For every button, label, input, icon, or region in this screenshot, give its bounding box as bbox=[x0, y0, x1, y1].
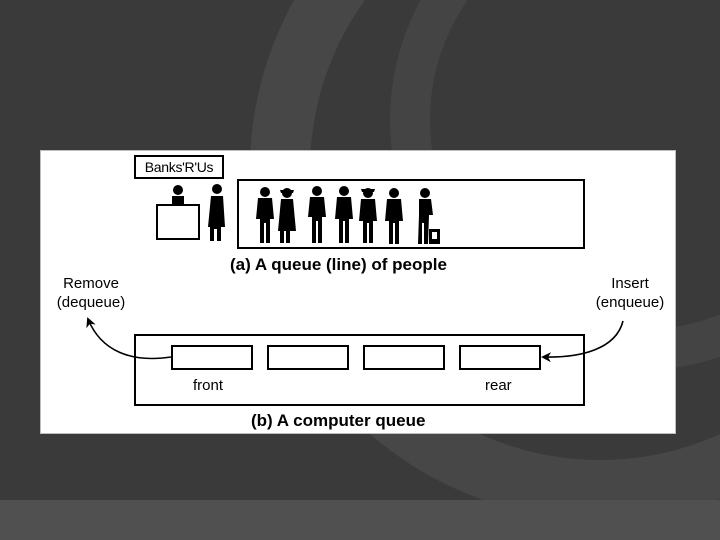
teller-icon bbox=[172, 184, 225, 241]
queue-cell-front bbox=[171, 345, 253, 370]
queue-cell bbox=[267, 345, 349, 370]
person-1-icon bbox=[256, 187, 274, 243]
arrows bbox=[86, 317, 624, 363]
enqueue-arrow bbox=[541, 320, 624, 363]
bank-sign: Banks'R'Us bbox=[134, 155, 224, 179]
remove-line1: Remove bbox=[63, 275, 119, 292]
people-line-box bbox=[237, 179, 585, 249]
person-6-icon bbox=[385, 188, 403, 244]
caption-b: (b) A computer queue bbox=[251, 411, 426, 430]
queue-figure: Banks'R'Us bbox=[40, 150, 676, 434]
insert-label: Insert (enqueue) bbox=[583, 274, 675, 312]
remove-label: Remove (dequeue) bbox=[47, 274, 135, 312]
remove-line2: (dequeue) bbox=[56, 294, 126, 311]
people-icons bbox=[256, 186, 440, 244]
insert-line2: (enqueue) bbox=[595, 294, 665, 311]
person-2-icon bbox=[278, 188, 296, 243]
rear-label: rear bbox=[485, 377, 512, 394]
front-label: front bbox=[193, 377, 224, 394]
queue-cell bbox=[363, 345, 445, 370]
person-5-icon bbox=[359, 188, 377, 243]
bank-counter bbox=[156, 204, 200, 240]
insert-line1: Insert bbox=[611, 275, 649, 292]
person-4-icon bbox=[335, 186, 353, 243]
queue-cell-rear bbox=[459, 345, 541, 370]
person-3-icon bbox=[308, 186, 326, 243]
caption-a: (a) A queue (line) of people bbox=[230, 255, 447, 274]
dequeue-arrow bbox=[86, 317, 172, 360]
